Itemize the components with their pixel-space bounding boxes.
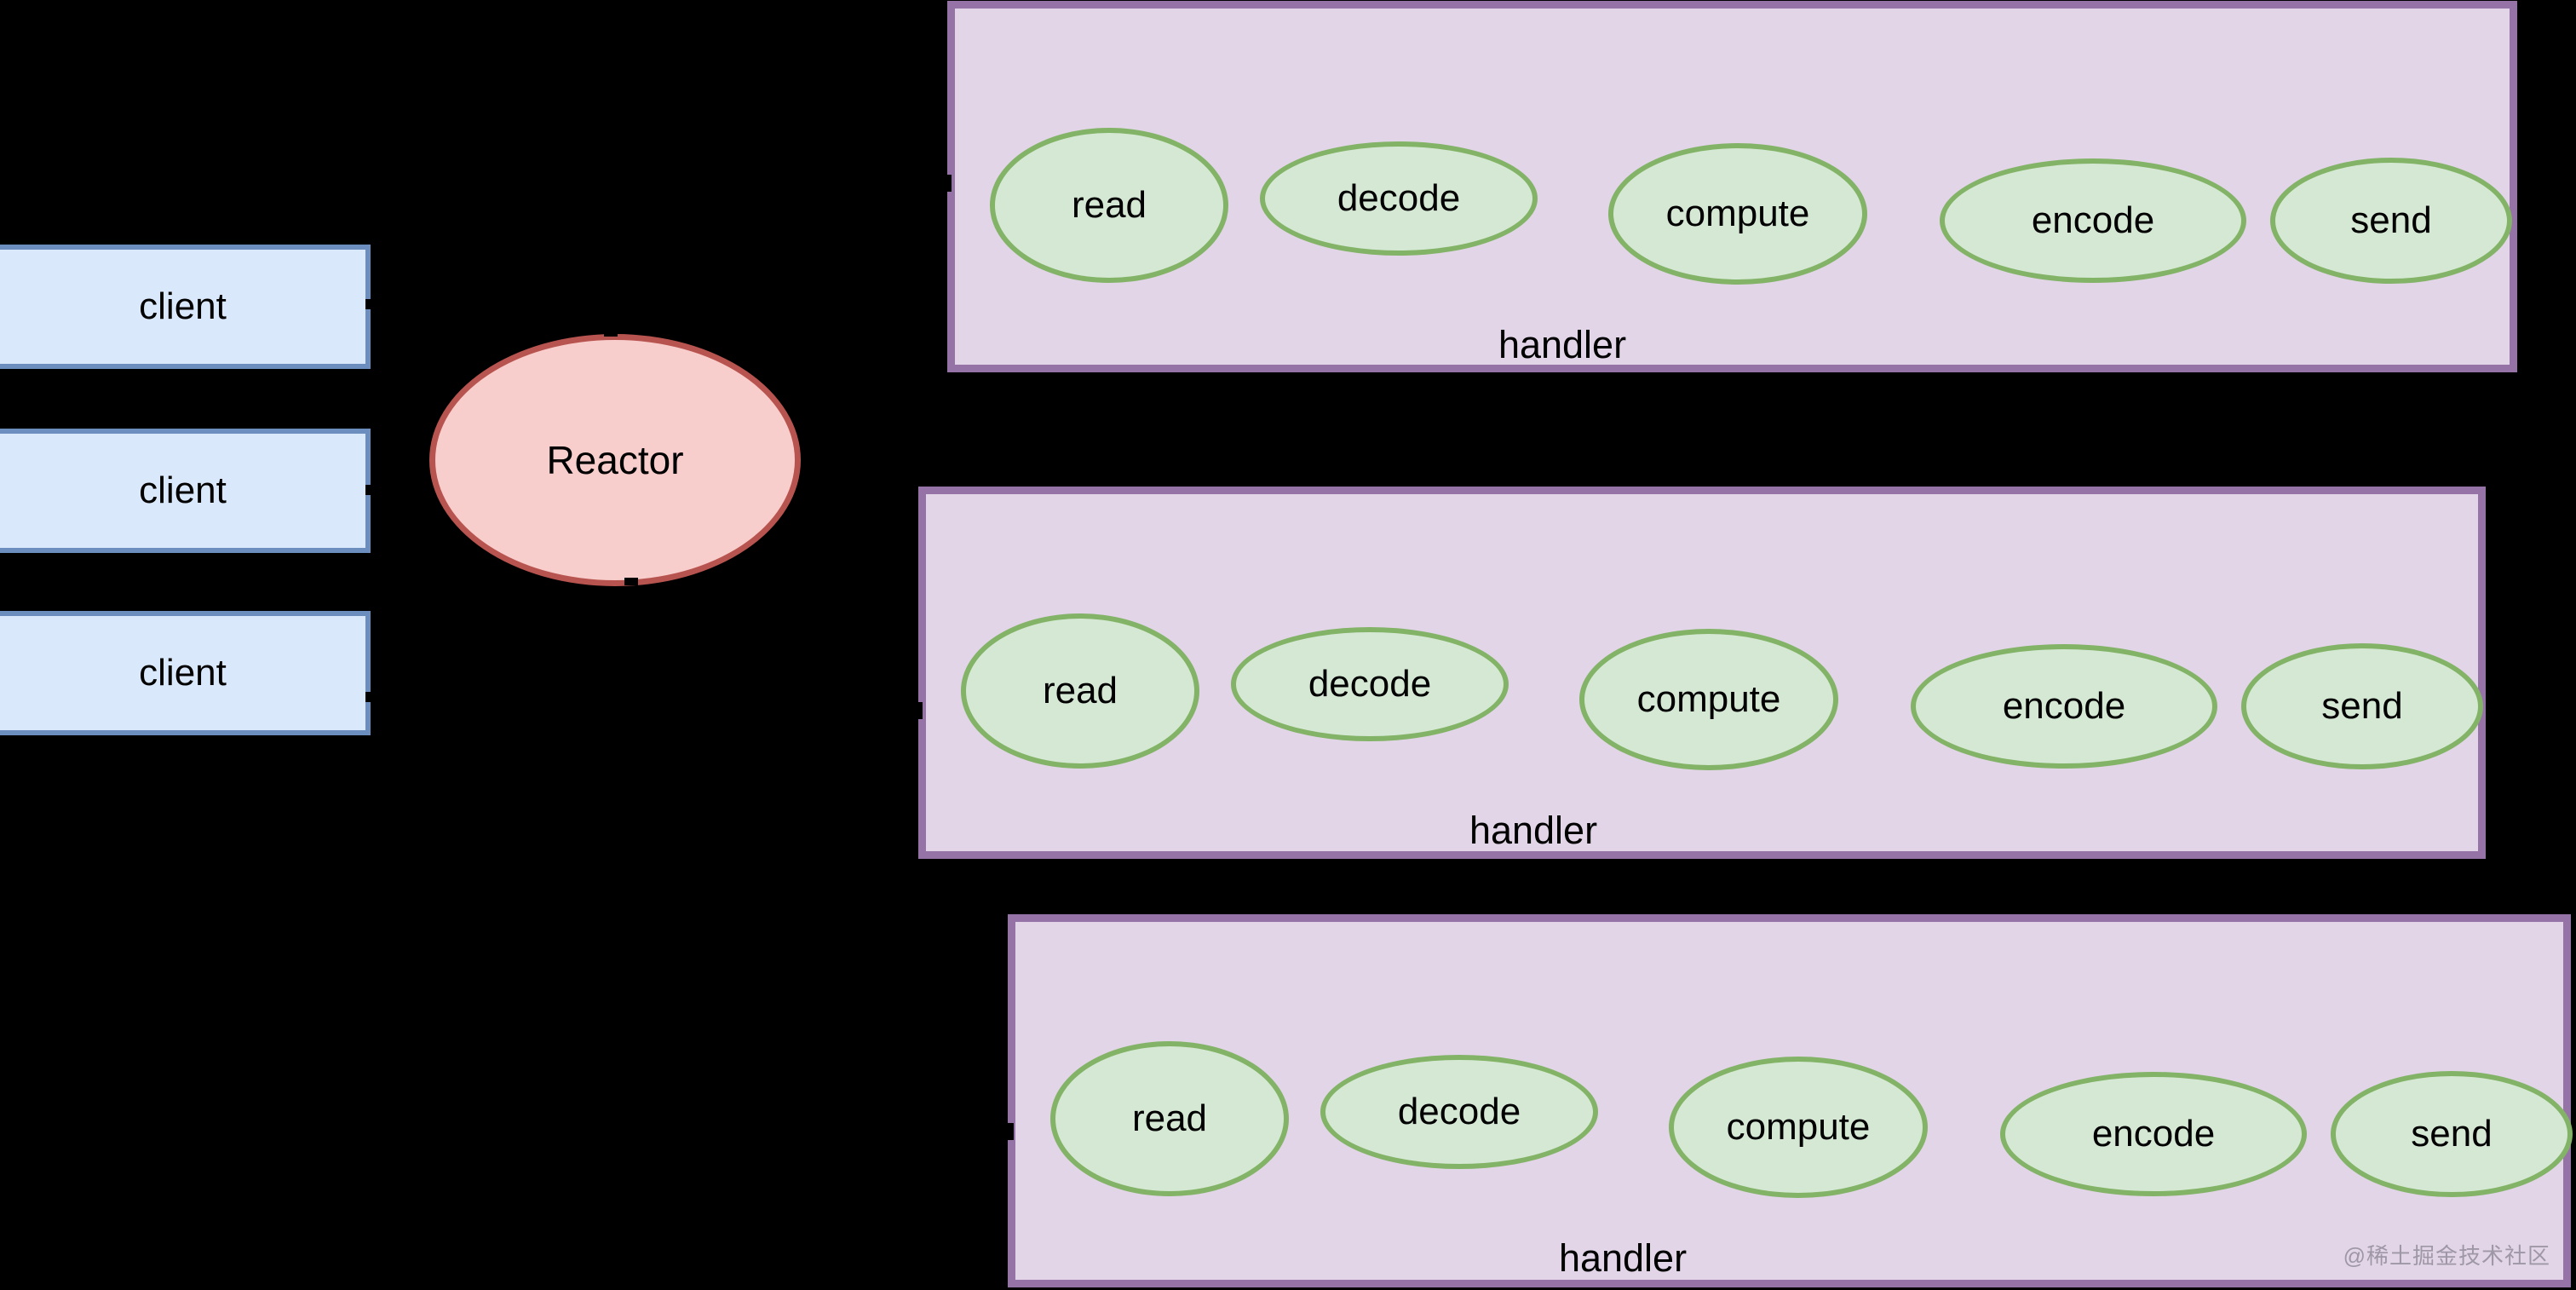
arrow-remnant xyxy=(365,485,379,495)
stage-label: encode xyxy=(2031,199,2155,241)
handler-box-2: read decode compute encode send handler xyxy=(918,487,2486,859)
stage-label: compute xyxy=(1665,193,1810,234)
stage-read-ellipse: read xyxy=(1050,1041,1289,1196)
stage-label: send xyxy=(2350,199,2432,241)
stage-label: compute xyxy=(1636,678,1781,720)
handler-box-3: read decode compute encode send handler xyxy=(1008,914,2573,1287)
client-box-1: client xyxy=(0,245,371,369)
stage-label: decode xyxy=(1337,177,1461,219)
stage-send-ellipse: send xyxy=(2241,643,2483,769)
arrow-remnant xyxy=(940,175,952,192)
arrow-remnant xyxy=(624,578,638,585)
watermark-text: @稀土掘金技术社区 xyxy=(2343,1243,2550,1269)
stage-label: decode xyxy=(1308,663,1432,705)
stage-label: send xyxy=(2321,685,2403,727)
stage-decode-ellipse: decode xyxy=(1260,141,1538,256)
stage-label: decode xyxy=(1397,1091,1521,1132)
client-label: client xyxy=(139,285,227,327)
handler-box-1: read decode compute encode send handler xyxy=(947,1,2517,372)
stage-label: read xyxy=(1042,670,1118,711)
client-box-3: client xyxy=(0,611,371,735)
handler-label: handler xyxy=(1558,1236,1688,1280)
stage-decode-ellipse: decode xyxy=(1231,627,1509,741)
stage-compute-ellipse: compute xyxy=(1579,629,1838,770)
stage-read-ellipse: read xyxy=(961,613,1199,769)
reactor-ellipse: Reactor xyxy=(429,334,801,586)
handler-label: handler xyxy=(1498,323,1627,366)
stage-label: send xyxy=(2411,1113,2493,1155)
arrow-remnant xyxy=(365,692,379,702)
client-label: client xyxy=(139,652,227,694)
handler-label: handler xyxy=(1469,809,1598,852)
stage-encode-ellipse: encode xyxy=(1911,644,2217,769)
arrow-remnant xyxy=(1003,1123,1014,1140)
stage-label: encode xyxy=(2002,685,2126,727)
stage-label: encode xyxy=(2091,1113,2216,1155)
stage-encode-ellipse: encode xyxy=(2000,1072,2307,1196)
arrow-remnant xyxy=(911,702,923,719)
client-box-2: client xyxy=(0,429,371,553)
stage-decode-ellipse: decode xyxy=(1320,1055,1598,1169)
stage-compute-ellipse: compute xyxy=(1608,143,1867,285)
client-label: client xyxy=(139,469,227,511)
stage-send-ellipse: send xyxy=(2331,1071,2573,1197)
arrow-remnant xyxy=(365,299,379,309)
stage-send-ellipse: send xyxy=(2270,158,2512,284)
stage-read-ellipse: read xyxy=(990,128,1228,283)
stage-label: compute xyxy=(1726,1106,1871,1148)
stage-label: read xyxy=(1071,184,1147,226)
reactor-label: Reactor xyxy=(546,438,684,482)
arrow-remnant xyxy=(604,329,618,337)
stage-encode-ellipse: encode xyxy=(1940,158,2246,283)
stage-compute-ellipse: compute xyxy=(1669,1057,1928,1198)
stage-label: read xyxy=(1131,1097,1208,1139)
